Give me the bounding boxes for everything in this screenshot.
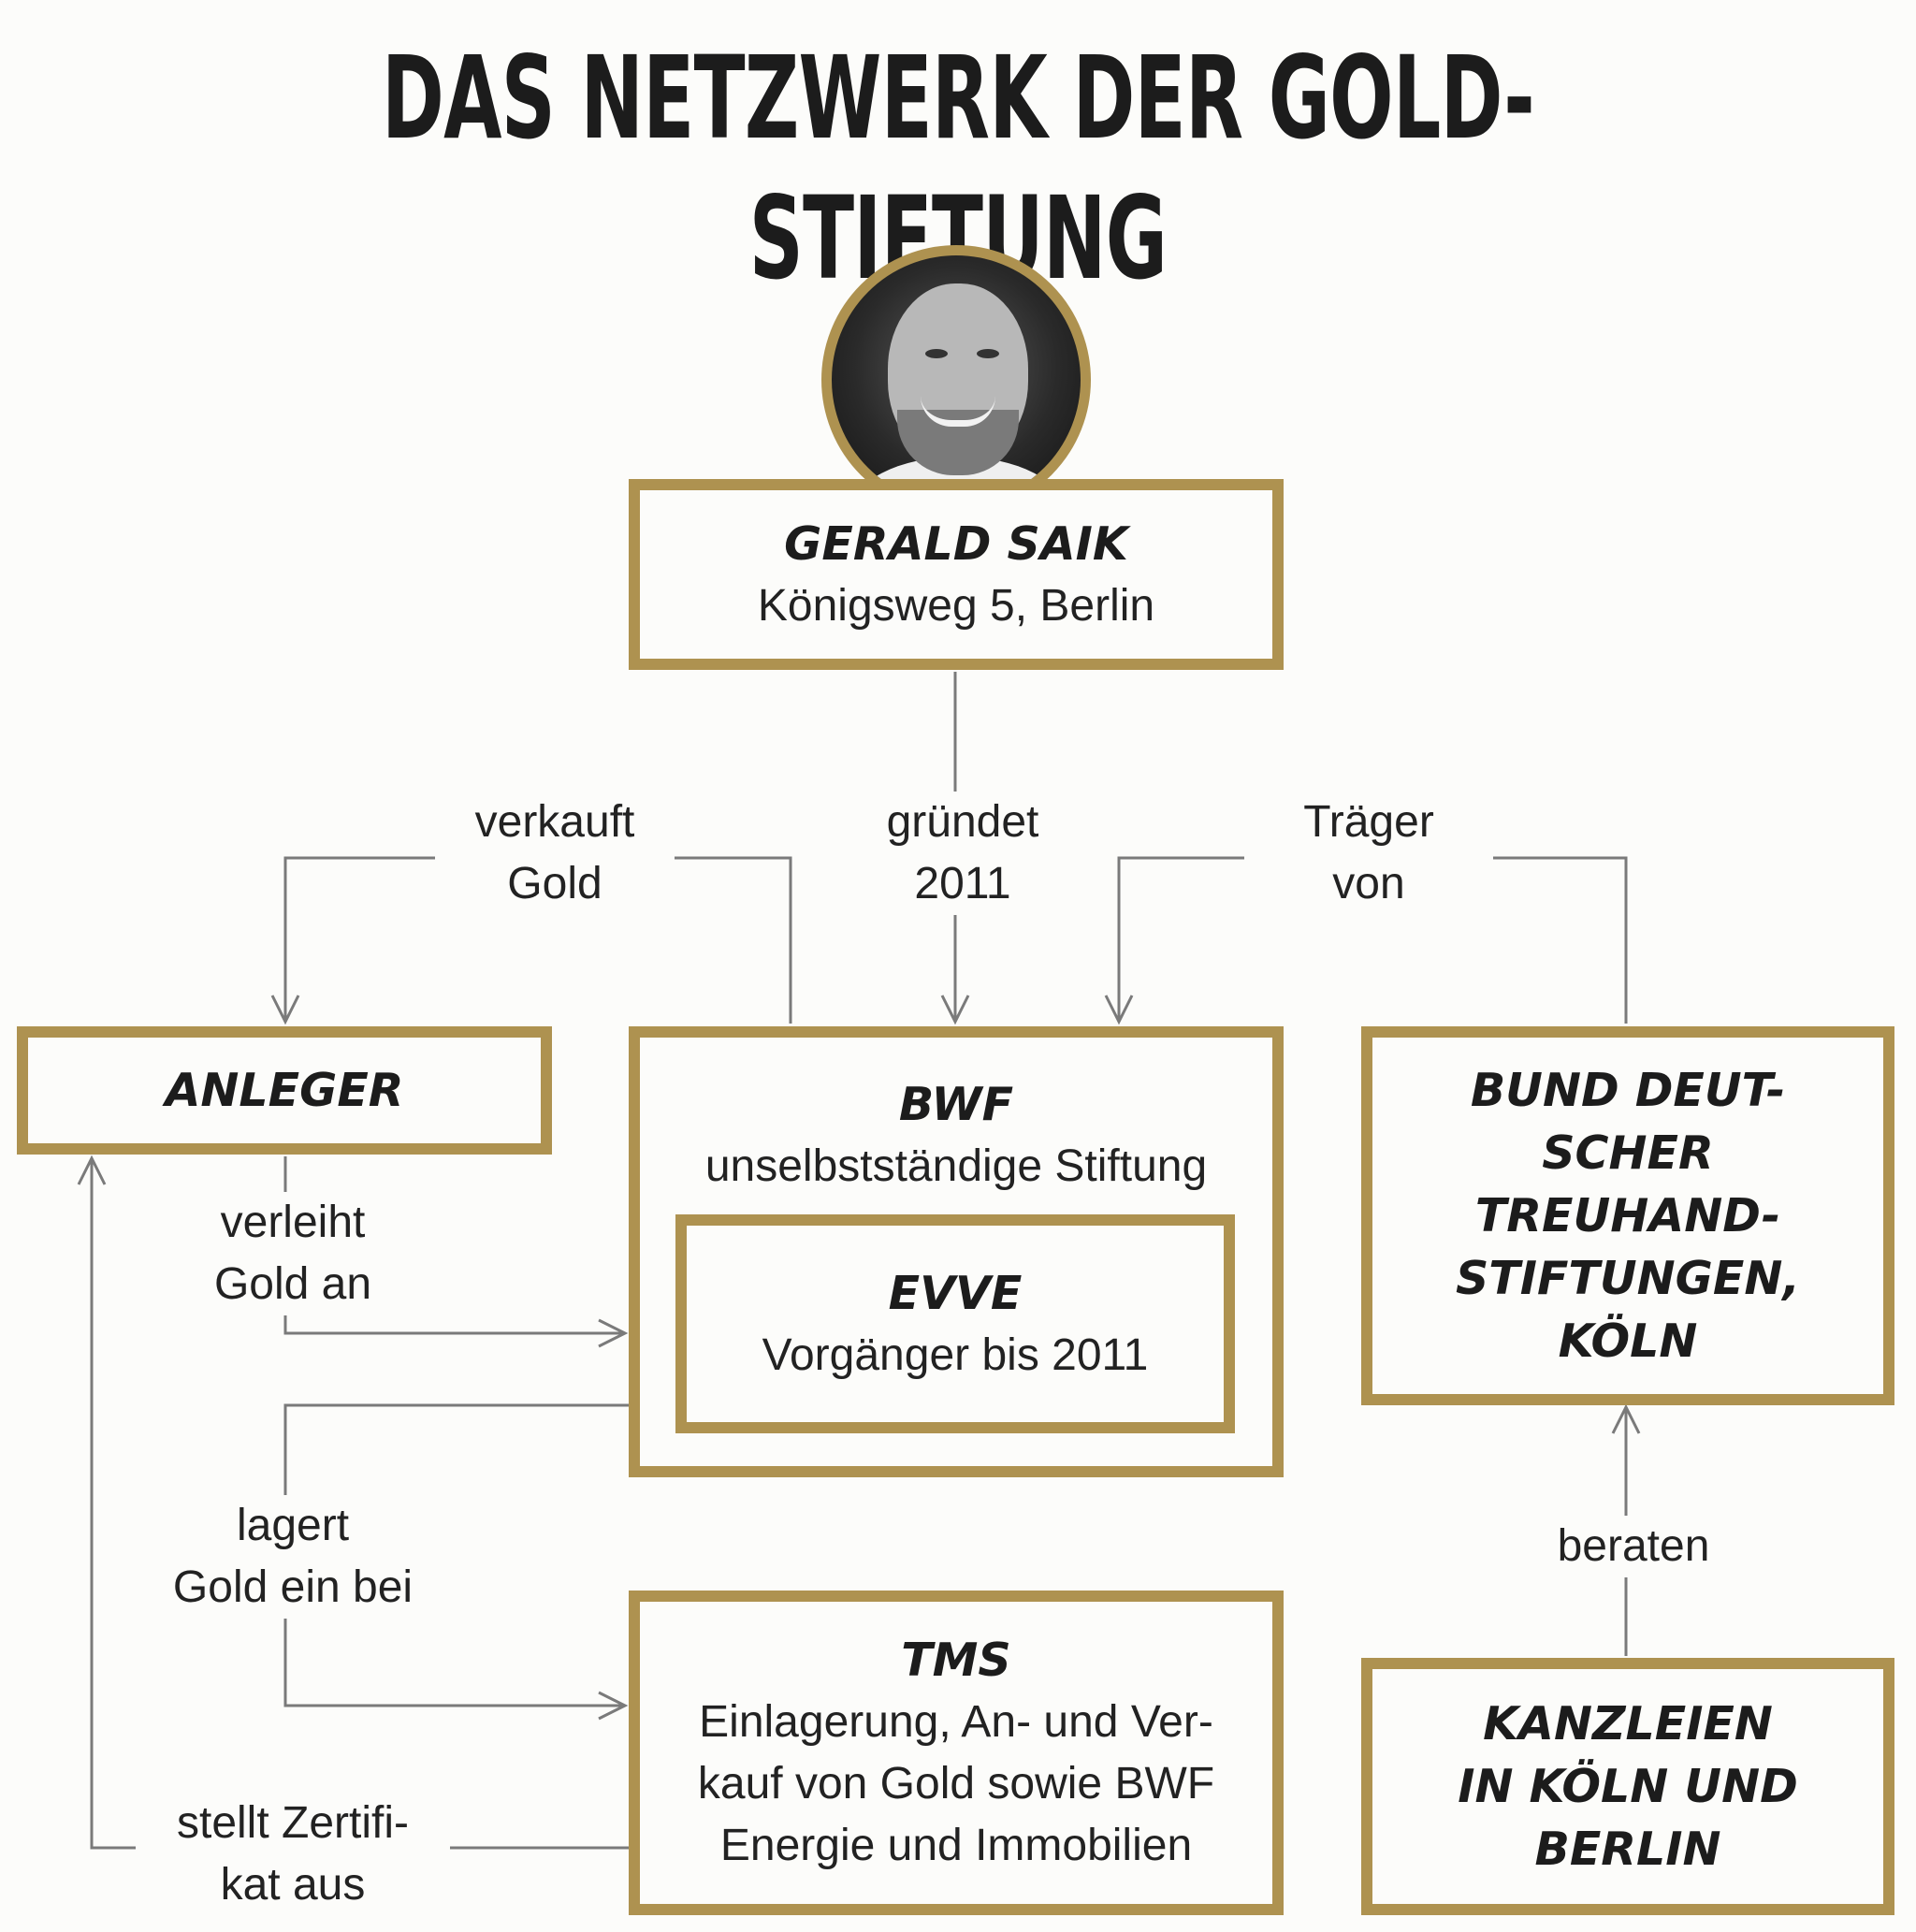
node-anleger: ANLEGER: [17, 1026, 552, 1155]
node-gerald-saik: GERALD SAIK Königsweg 5, Berlin: [629, 479, 1284, 670]
node-head: ANLEGER: [165, 1064, 404, 1117]
node-line: kauf von Gold sowie BWF: [697, 1759, 1215, 1809]
node-line: Einlagerung, An- und Ver-: [699, 1697, 1213, 1747]
node-tms: TMS Einlagerung, An- und Ver- kauf von G…: [629, 1591, 1284, 1915]
node-line: SCHER: [1542, 1126, 1714, 1180]
node-line: BERLIN: [1534, 1823, 1721, 1876]
node-evve: EVVE Vorgänger bis 2011: [675, 1214, 1235, 1433]
node-head: BWF: [898, 1078, 1014, 1131]
node-head: TMS: [901, 1634, 1011, 1687]
node-line: Energie und Immobilien: [719, 1821, 1193, 1870]
node-kanzleien: KANZLEIEN IN KÖLN UND BERLIN: [1361, 1658, 1894, 1915]
node-line: KANZLEIEN: [1483, 1697, 1773, 1750]
edge-label-beraten: beraten: [1516, 1516, 1751, 1577]
diagram-title: DAS NETZWERK DER GOLD-STIFTUNG: [381, 32, 1535, 305]
node-line: BUND DEUT-: [1470, 1064, 1786, 1117]
node-line: KÖLN: [1558, 1315, 1698, 1368]
node-line: IN KÖLN UND: [1458, 1760, 1798, 1813]
portrait-photo: [821, 245, 1091, 515]
node-head: GERALD SAIK: [784, 516, 1128, 571]
node-sub: Königsweg 5, Berlin: [757, 580, 1155, 631]
node-bund-deutscher-treuhandstiftungen: BUND DEUT- SCHER TREUHAND- STIFTUNGEN, K…: [1361, 1026, 1894, 1405]
node-sub: unselbstständige Stiftung: [704, 1141, 1208, 1191]
node-sub: Vorgänger bis 2011: [762, 1329, 1149, 1380]
node-head: EVVE: [888, 1266, 1023, 1320]
node-line: TREUHAND-: [1474, 1189, 1781, 1242]
edge-label-zertifikat: stellt Zertifi-kat aus: [136, 1793, 450, 1916]
node-line: STIFTUNGEN,: [1456, 1252, 1800, 1305]
